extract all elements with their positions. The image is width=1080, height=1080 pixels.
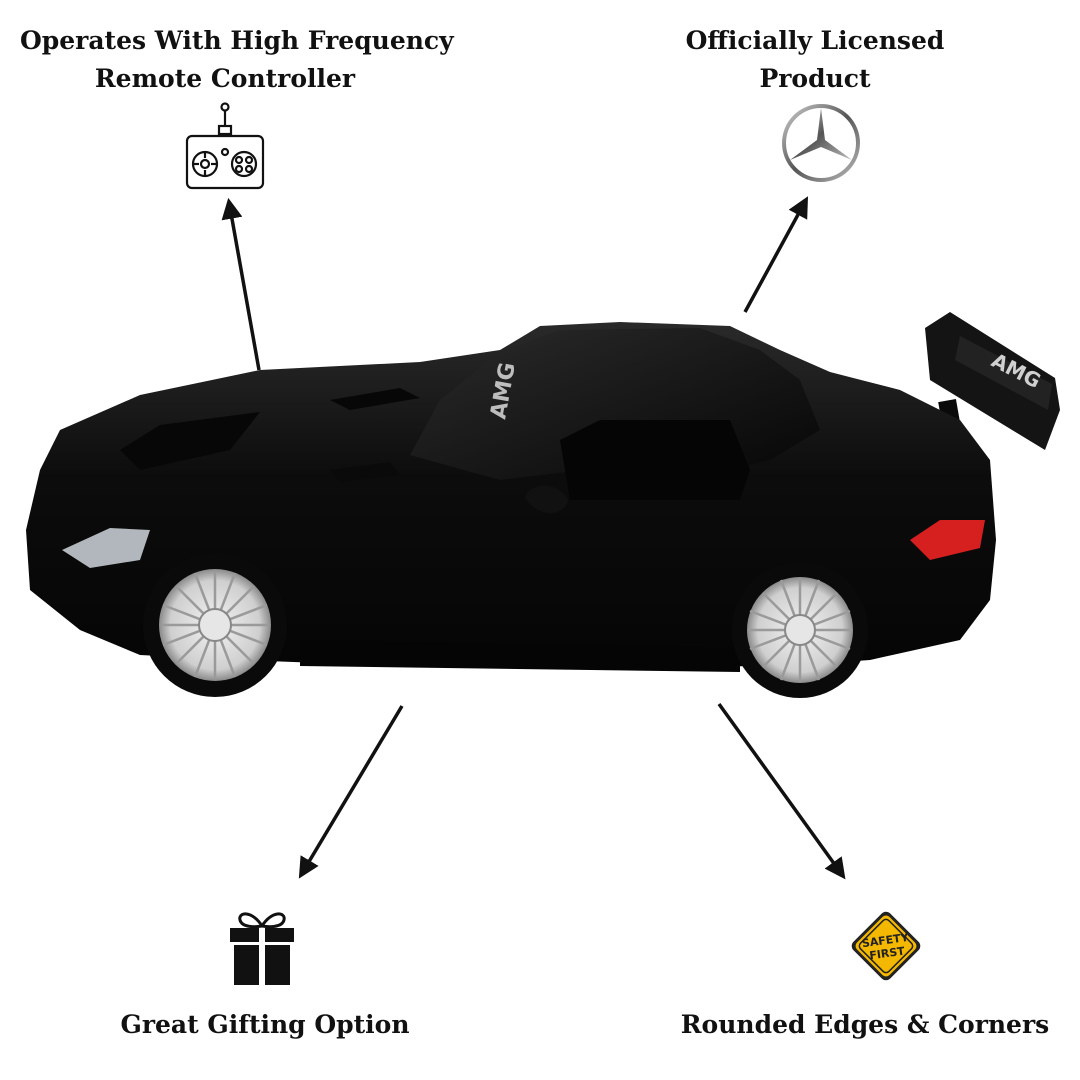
arrow-to-safety [717,702,846,880]
arrow-to-licensed [743,196,809,313]
safety-first-sign-icon: SAFETY FIRST [851,911,921,981]
feature-licensed-line1: Officially Licensed [685,26,945,55]
feature-remote-label: Operates With High Frequency Remote Cont… [20,22,454,98]
car-taillight [910,520,985,560]
car-front-wheel [143,553,287,697]
feature-safety-label: Rounded Edges & Corners [680,1006,1050,1044]
car-mirror [525,485,568,513]
car-headlight [62,528,150,568]
remote-controller-icon [185,102,265,190]
car-rear-wheel [732,562,868,698]
car-side-window [560,420,750,500]
mercedes-star-icon [782,104,860,182]
safety-sign-line2: FIRST [869,944,906,962]
feature-licensed-label: Officially Licensed Product [660,22,970,98]
arrow-to-remote [221,197,261,371]
feature-remote-line2: Remote Controller [94,64,356,93]
feature-licensed-line2: Product [759,64,871,93]
feature-remote-line1: Operates With High Frequency [20,26,454,55]
feature-gift-label: Great Gifting Option [110,1006,420,1044]
arrow-to-gift [298,705,404,879]
feature-gift-text: Great Gifting Option [120,1010,410,1039]
gift-box-icon [230,912,294,985]
feature-safety-text: Rounded Edges & Corners [680,1010,1050,1039]
